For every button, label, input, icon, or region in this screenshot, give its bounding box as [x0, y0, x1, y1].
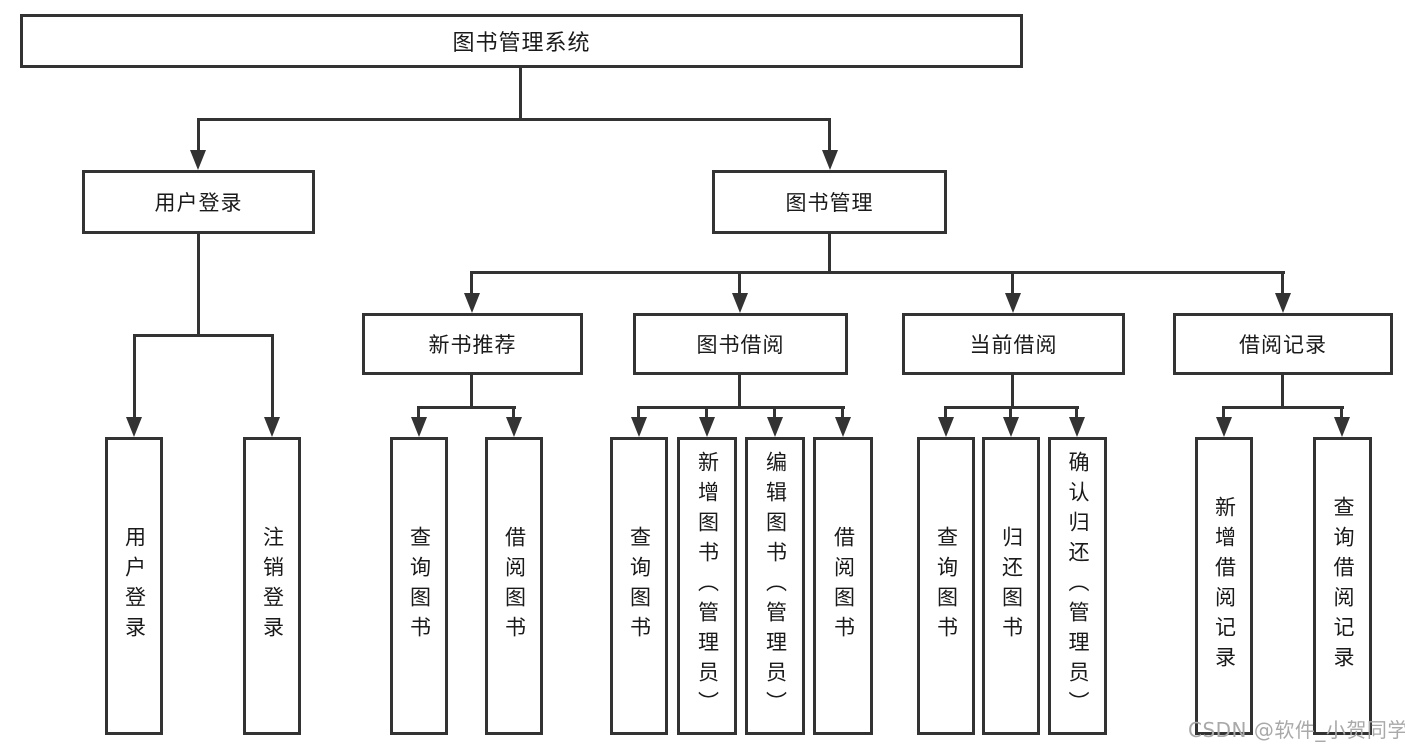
leaf-borrow-book-newbook: 借阅图书: [485, 437, 543, 735]
leaf-label: 新增借阅记录: [1212, 496, 1237, 676]
node-label: 用户登录: [154, 191, 243, 215]
stem-line: [1281, 375, 1284, 409]
arrow-down-icon: [732, 293, 748, 313]
node-label: 图书借阅: [696, 333, 785, 357]
arrow-down-icon: [190, 150, 206, 170]
leaf-confirm-return-admin: 确认归还（管理员）: [1048, 437, 1107, 735]
leaf-query-book-newbook: 查询图书: [390, 437, 448, 735]
arrow-down-icon: [411, 417, 427, 437]
drop-line: [773, 406, 776, 419]
arrow-down-icon: [822, 150, 838, 170]
drop-line: [417, 406, 420, 419]
leaf-query-borrow-record: 查询借阅记录: [1313, 437, 1372, 735]
branch-line: [1222, 406, 1344, 409]
leaf-return-book: 归还图书: [982, 437, 1040, 735]
node-book-borrow: 图书借阅: [633, 313, 848, 375]
leaf-query-book-borrow: 查询图书: [610, 437, 668, 735]
stem-line: [1011, 375, 1014, 409]
drop-line: [841, 406, 844, 419]
stem-line: [470, 375, 473, 409]
node-label: 当前借阅: [969, 333, 1058, 357]
node-label: 新书推荐: [428, 333, 517, 357]
drop-line: [470, 271, 473, 297]
arrow-down-icon: [938, 417, 954, 437]
drop-line: [705, 406, 708, 419]
node-book-management: 图书管理: [712, 170, 947, 234]
drop-line: [1340, 406, 1343, 419]
drop-line: [133, 334, 136, 419]
branch-line: [417, 406, 516, 409]
branch-line: [470, 271, 1285, 274]
node-borrow-record: 借阅记录: [1173, 313, 1393, 375]
arrow-down-icon: [506, 417, 522, 437]
arrow-down-icon: [264, 417, 280, 437]
leaf-label: 新增图书（管理员）: [695, 451, 720, 721]
drop-line: [1011, 271, 1014, 297]
arrow-down-icon: [1005, 293, 1021, 313]
drop-line: [1075, 406, 1078, 419]
drop-line: [1009, 406, 1012, 419]
node-library-management-system: 图书管理系统: [20, 14, 1023, 68]
node-new-book-recommend: 新书推荐: [362, 313, 583, 375]
node-label: 图书管理: [785, 191, 874, 215]
drop-line: [512, 406, 515, 419]
leaf-label: 查询借阅记录: [1331, 496, 1355, 676]
leaf-label: 确认归还（管理员）: [1066, 451, 1090, 721]
arrow-down-icon: [464, 293, 480, 313]
arrow-down-icon: [1216, 417, 1232, 437]
leaf-label: 借阅图书: [502, 526, 527, 646]
stem-line: [828, 234, 831, 274]
arrow-down-icon: [835, 417, 851, 437]
leaf-label: 归还图书: [999, 526, 1024, 646]
leaf-label: 注销登录: [260, 526, 285, 646]
branch-line: [133, 334, 274, 337]
node-current-borrow: 当前借阅: [902, 313, 1125, 375]
drop-line: [1222, 406, 1225, 419]
arrow-down-icon: [126, 417, 142, 437]
leaf-label: 借阅图书: [831, 526, 856, 646]
leaf-user-login: 用户登录: [105, 437, 163, 735]
branch-line: [637, 406, 845, 409]
node-user-login: 用户登录: [82, 170, 315, 234]
leaf-add-book-admin: 新增图书（管理员）: [677, 437, 737, 735]
arrow-down-icon: [1275, 293, 1291, 313]
leaf-borrow-book-borrow: 借阅图书: [813, 437, 873, 735]
arrow-down-icon: [1334, 417, 1350, 437]
drop-line: [944, 406, 947, 419]
drop-line: [1281, 271, 1284, 297]
watermark-text: CSDN @软件_小贺同学: [1188, 718, 1405, 742]
stem-line: [738, 375, 741, 409]
stem-line: [197, 234, 200, 337]
drop-line: [828, 118, 831, 154]
arrow-down-icon: [699, 417, 715, 437]
arrow-down-icon: [631, 417, 647, 437]
leaf-label: 查询图书: [407, 526, 432, 646]
drop-line: [271, 334, 274, 419]
drop-line: [637, 406, 640, 419]
arrow-down-icon: [1069, 417, 1085, 437]
leaf-label: 查询图书: [934, 526, 959, 646]
drop-line: [197, 118, 200, 154]
leaf-label: 编辑图书（管理员）: [763, 451, 788, 721]
leaf-label: 用户登录: [122, 526, 147, 646]
arrow-down-icon: [767, 417, 783, 437]
node-label: 图书管理系统: [452, 31, 591, 56]
leaf-label: 查询图书: [627, 526, 652, 646]
drop-line: [738, 271, 741, 297]
stem-line: [519, 68, 522, 120]
node-label: 借阅记录: [1239, 333, 1327, 357]
leaf-edit-book-admin: 编辑图书（管理员）: [745, 437, 805, 735]
branch-line: [197, 118, 831, 121]
leaf-query-book-current: 查询图书: [917, 437, 975, 735]
arrow-down-icon: [1003, 417, 1019, 437]
leaf-add-borrow-record: 新增借阅记录: [1195, 437, 1253, 735]
leaf-logout: 注销登录: [243, 437, 301, 735]
